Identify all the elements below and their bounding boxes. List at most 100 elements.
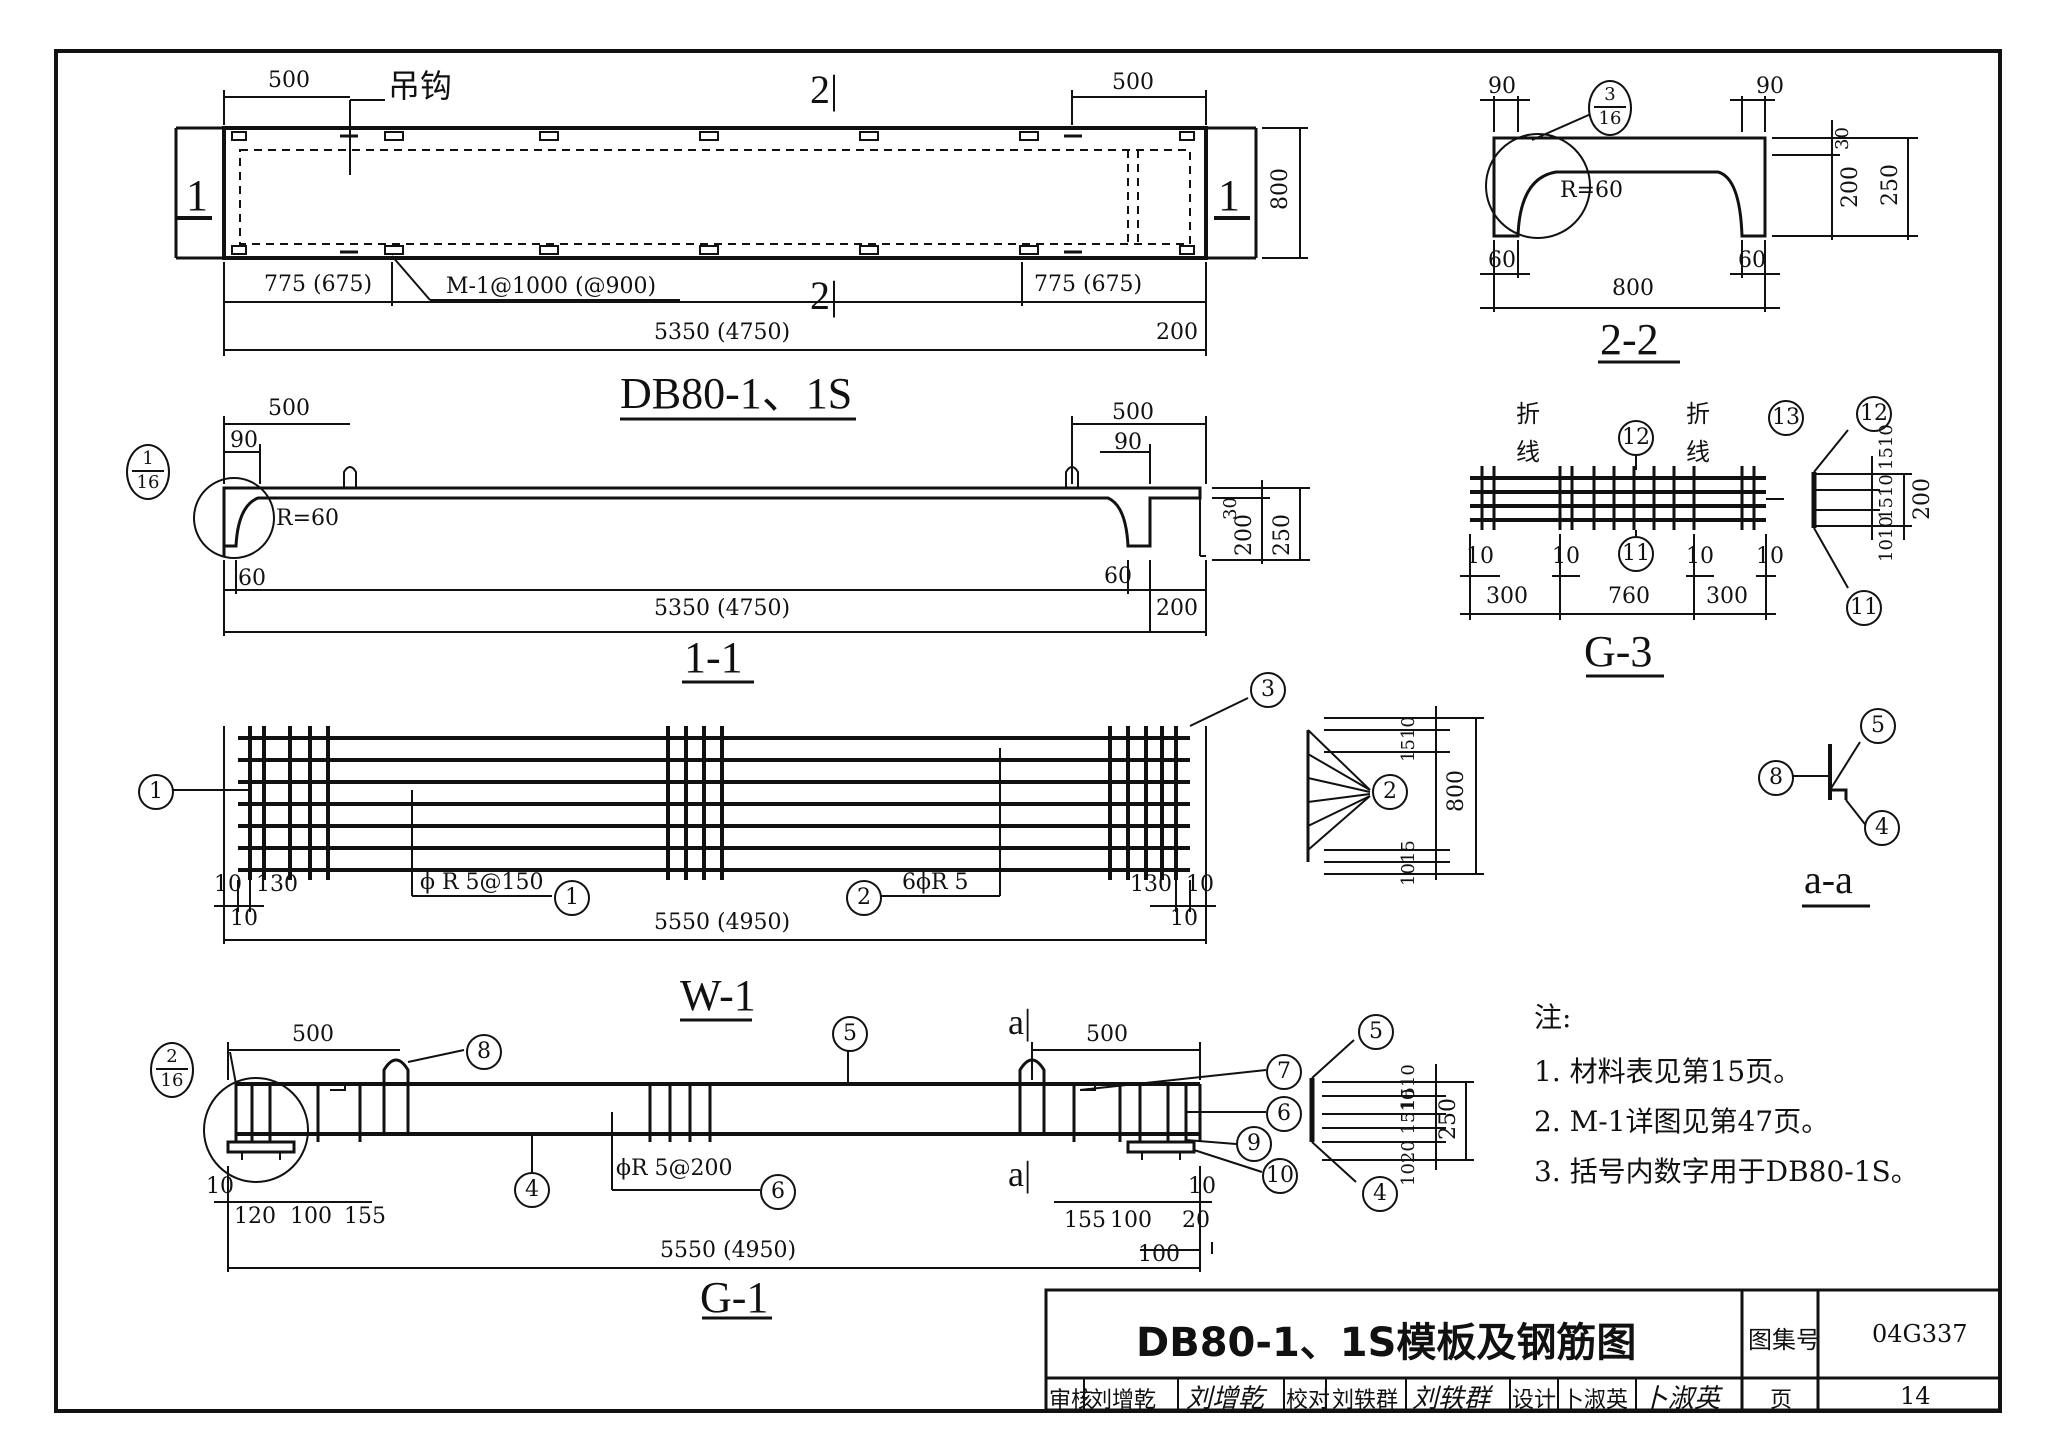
- dim-10-right: 10: [1188, 1174, 1216, 1199]
- designer-signature: 卜淑英: [1642, 1384, 1721, 1414]
- fold-line-left-b: 线: [1516, 438, 1540, 466]
- dim-250: 250: [1878, 164, 1903, 206]
- side-dim-250: 250: [1436, 1098, 1461, 1140]
- dim-200: 200: [1838, 166, 1863, 208]
- section-2-top-marker: 2|: [810, 67, 839, 112]
- fold-line-left-a: 折: [1516, 400, 1540, 428]
- dim-500-right: 500: [1112, 70, 1154, 95]
- callout-3: 3: [1250, 672, 1286, 708]
- drawing-title: DB80-1、1S模板及钢筋图: [1136, 1320, 1637, 1366]
- detail-ref-3-16: 3 16: [1588, 80, 1632, 136]
- g1-title: G-1: [700, 1273, 769, 1322]
- dim-155-right: 155: [1064, 1208, 1106, 1233]
- callout-5: 5: [832, 1016, 868, 1052]
- dim-side-low: 1010: [1876, 516, 1897, 562]
- dim-200: 200: [1910, 478, 1935, 520]
- callout-8: 8: [1758, 760, 1794, 796]
- dim-10-d: 10: [1756, 544, 1784, 569]
- checker-signature: 刘轶群: [1412, 1384, 1491, 1414]
- note-item-2: 2. M-1详图见第47页。: [1534, 1105, 1830, 1138]
- callout-7: 7: [1266, 1054, 1302, 1090]
- steel-w1: [238, 726, 1190, 880]
- steel-g3: [1460, 429, 1912, 678]
- detail-ref-number: 3: [1594, 84, 1626, 108]
- dim-200: 200: [1232, 514, 1257, 556]
- dim-10-left: 10: [206, 1174, 234, 1199]
- detail-ref-sheet: 16: [160, 1070, 184, 1091]
- section-2-2: [1480, 96, 1918, 364]
- callout-4-side: 4: [1362, 1176, 1398, 1212]
- callout-5: 5: [1860, 708, 1896, 744]
- section-1-1-title: 1-1: [684, 633, 743, 682]
- section-2-bottom-marker: 2|: [810, 273, 839, 318]
- dim-10-b: 10: [1552, 544, 1580, 569]
- radius-label: R=60: [276, 506, 339, 531]
- dim-side-mid: 1510: [1876, 474, 1897, 520]
- page-label: 页: [1770, 1388, 1793, 1413]
- dim-60-left: 60: [1488, 248, 1516, 273]
- dim-500-left: 500: [292, 1022, 334, 1047]
- reviewer-label: 审核: [1049, 1388, 1094, 1413]
- bar-spacing-150: ϕ R 5@150: [420, 870, 544, 895]
- reviewer-signature: 刘增乾: [1186, 1384, 1265, 1414]
- detail-ref-number: 1: [132, 448, 164, 472]
- section-a-bottom-marker: a|: [1008, 1154, 1032, 1194]
- detail-ref-2-16: 2 16: [150, 1042, 194, 1098]
- fold-line-right-b: 线: [1686, 438, 1710, 466]
- dim-side-top: 1510: [1876, 424, 1897, 470]
- section-a-top-marker: a|: [1008, 1002, 1032, 1042]
- dim-10-a: 10: [1466, 544, 1494, 569]
- dim-5550: 5550 (4950): [654, 910, 791, 935]
- dim-200-end: 200: [1156, 596, 1198, 621]
- db-plan-view: [174, 90, 1308, 421]
- dim-30: 30: [1832, 127, 1853, 150]
- dim-90-left: 90: [230, 428, 258, 453]
- callout-10: 10: [1262, 1158, 1298, 1194]
- dim-300-right: 300: [1706, 584, 1748, 609]
- checker-label: 校对: [1286, 1388, 1331, 1413]
- dim-10-c: 10: [1686, 544, 1714, 569]
- dim-100-end: 100: [1138, 1242, 1180, 1267]
- callout-2-side: 2: [1372, 774, 1408, 810]
- dim-10-left: 10: [214, 872, 242, 897]
- six-bars-label: 6ϕR 5: [902, 870, 969, 895]
- side-dim-bottom: 1020 1510: [1398, 1088, 1419, 1186]
- dim-300-left: 300: [1486, 584, 1528, 609]
- sheet-border: [54, 49, 2002, 1413]
- atlas-number: 04G337: [1872, 1320, 1968, 1348]
- note-item-3: 3. 括号内数字用于DB80-1S。: [1534, 1155, 1919, 1188]
- dim-10-left-bottom: 10: [230, 906, 258, 931]
- dim-500-right: 500: [1086, 1022, 1128, 1047]
- callout-11: 11: [1618, 536, 1654, 572]
- callout-11-side: 11: [1846, 590, 1882, 626]
- detail-ref-sheet: 16: [136, 472, 160, 493]
- dim-100-right: 100: [1110, 1208, 1152, 1233]
- dim-60-left: 60: [238, 566, 266, 591]
- section-2-2-title: 2-2: [1600, 315, 1659, 364]
- callout-5-side: 5: [1358, 1014, 1394, 1050]
- steel-g1: [203, 1039, 1474, 1320]
- dim-100-left: 100: [290, 1204, 332, 1229]
- callout-12: 12: [1618, 420, 1654, 456]
- side-dim-top: 1510: [1398, 716, 1419, 762]
- g3-title: G-3: [1584, 627, 1653, 676]
- m1-spacing-label: M-1@1000 (@900): [446, 274, 657, 299]
- callout-4: 4: [1864, 810, 1900, 846]
- dim-20: 20: [1182, 1208, 1210, 1233]
- w1-dimensions: [156, 697, 1484, 1022]
- fold-line-right-a: 折: [1686, 400, 1710, 428]
- detail-ref-number: 2: [156, 1046, 188, 1070]
- dim-5550: 5550 (4950): [660, 1238, 797, 1263]
- callout-13: 13: [1768, 400, 1804, 436]
- title-block-lines: [1044, 1288, 2002, 1412]
- dim-10-right-bottom: 10: [1170, 906, 1198, 931]
- detail-ref-1-16: 1 16: [126, 444, 170, 500]
- callout-1: 1: [138, 774, 174, 810]
- dim-775-left: 775 (675): [264, 272, 373, 297]
- section-1-left-marker: 1: [186, 171, 208, 220]
- dim-760: 760: [1608, 584, 1650, 609]
- page-number: 14: [1900, 1382, 1931, 1410]
- reviewer-name: 刘增乾: [1090, 1388, 1157, 1413]
- db-plan-title: DB80-1、1S: [620, 369, 853, 418]
